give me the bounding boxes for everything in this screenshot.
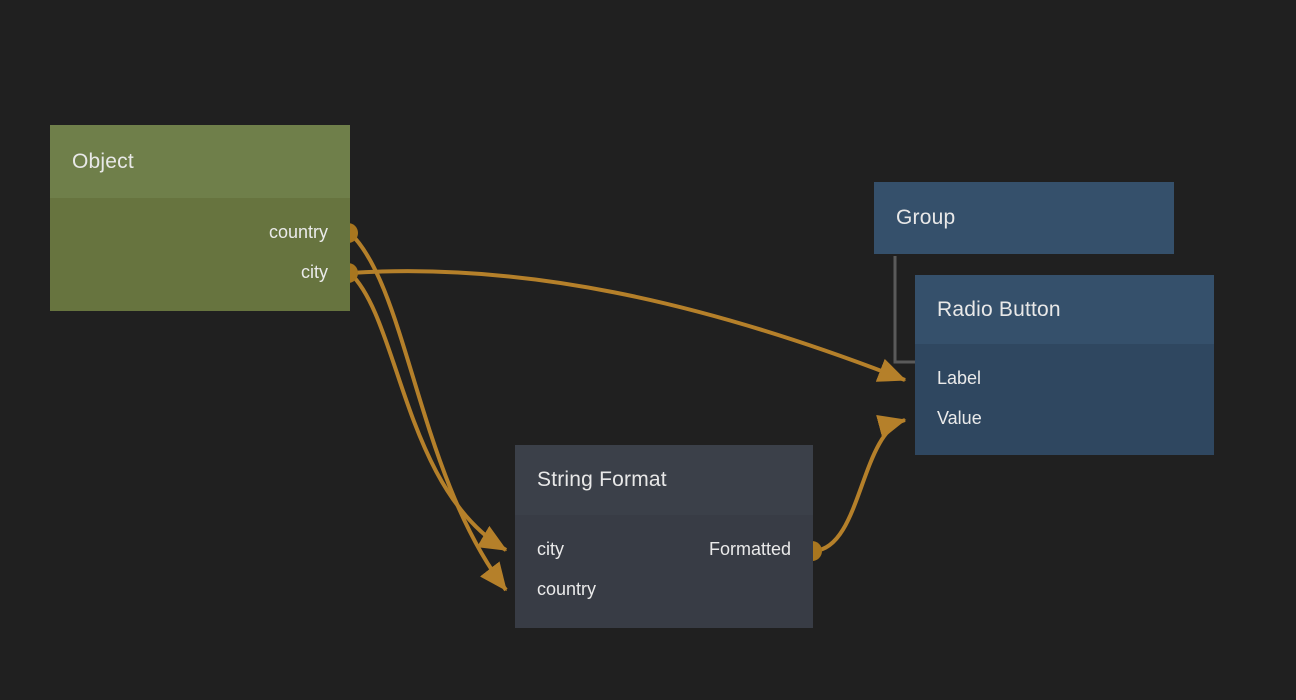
node-radio-button[interactable]: Radio Button Label Value (915, 275, 1214, 455)
node-object-body: country city (50, 198, 350, 311)
edge-formatted-to-value (813, 415, 907, 553)
port-row-radio-label[interactable]: Label (937, 358, 1192, 398)
node-object-title: Object (72, 149, 134, 173)
port-label-value: Value (937, 407, 982, 428)
node-group-title: Group (896, 206, 956, 229)
node-object-header[interactable]: Object (50, 125, 350, 198)
node-string-format-header[interactable]: String Format (515, 445, 813, 515)
node-radio-button-header[interactable]: Radio Button (915, 275, 1214, 344)
port-label-label: Label (937, 367, 982, 388)
node-radio-button-body: Label Value (915, 344, 1214, 455)
node-object[interactable]: Object country city (50, 125, 350, 311)
port-label-city: city (301, 261, 328, 282)
node-string-format-body: city Formatted country (515, 515, 813, 628)
port-row-string-format-city[interactable]: city Formatted (537, 529, 791, 569)
edge-city-to-label (349, 269, 907, 382)
port-row-object-country[interactable]: country (72, 212, 328, 252)
node-group[interactable]: Group (874, 182, 1174, 254)
edge-country-to-country (348, 231, 508, 592)
port-row-radio-value[interactable]: Value (937, 398, 1192, 438)
port-label-country: country (268, 221, 328, 242)
port-row-object-city[interactable]: city (72, 252, 328, 292)
port-label-formatted: Formatted (708, 538, 791, 559)
node-string-format[interactable]: String Format city Formatted country (515, 445, 813, 628)
node-radio-button-title: Radio Button (937, 297, 1061, 321)
port-label-city-input: city (537, 538, 564, 559)
edge-city-to-city (348, 271, 508, 552)
node-string-format-title: String Format (537, 468, 667, 491)
port-row-string-format-country[interactable]: country (537, 569, 791, 609)
node-group-header[interactable]: Group (874, 182, 1174, 254)
port-label-country-input: country (537, 578, 597, 599)
